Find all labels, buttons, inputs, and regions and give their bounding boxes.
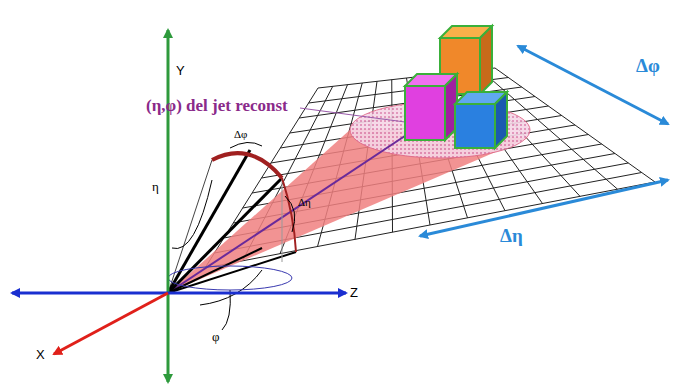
axis-label: Z [350, 286, 358, 300]
jet-label: (η,φ) del jet reconst [146, 97, 288, 116]
calorimeter-towers [405, 26, 507, 148]
angle-label: η [152, 180, 159, 194]
axis-label: Y [176, 64, 185, 78]
axis-label: X [36, 348, 45, 362]
z-axis [12, 292, 346, 295]
range-label: Δη [500, 226, 523, 247]
range-label: Δφ [636, 56, 660, 77]
angle-sketch [168, 142, 296, 330]
angle-label: φ [212, 330, 220, 344]
delta-phi-arrow [518, 46, 668, 124]
delta-eta-arrow [420, 180, 668, 236]
x-axis [54, 293, 168, 354]
y-axis [167, 30, 170, 382]
angle-label: Δη [298, 196, 311, 208]
jet-axis [168, 118, 432, 293]
angle-label: Δφ [234, 128, 247, 140]
leader-line [300, 108, 420, 124]
